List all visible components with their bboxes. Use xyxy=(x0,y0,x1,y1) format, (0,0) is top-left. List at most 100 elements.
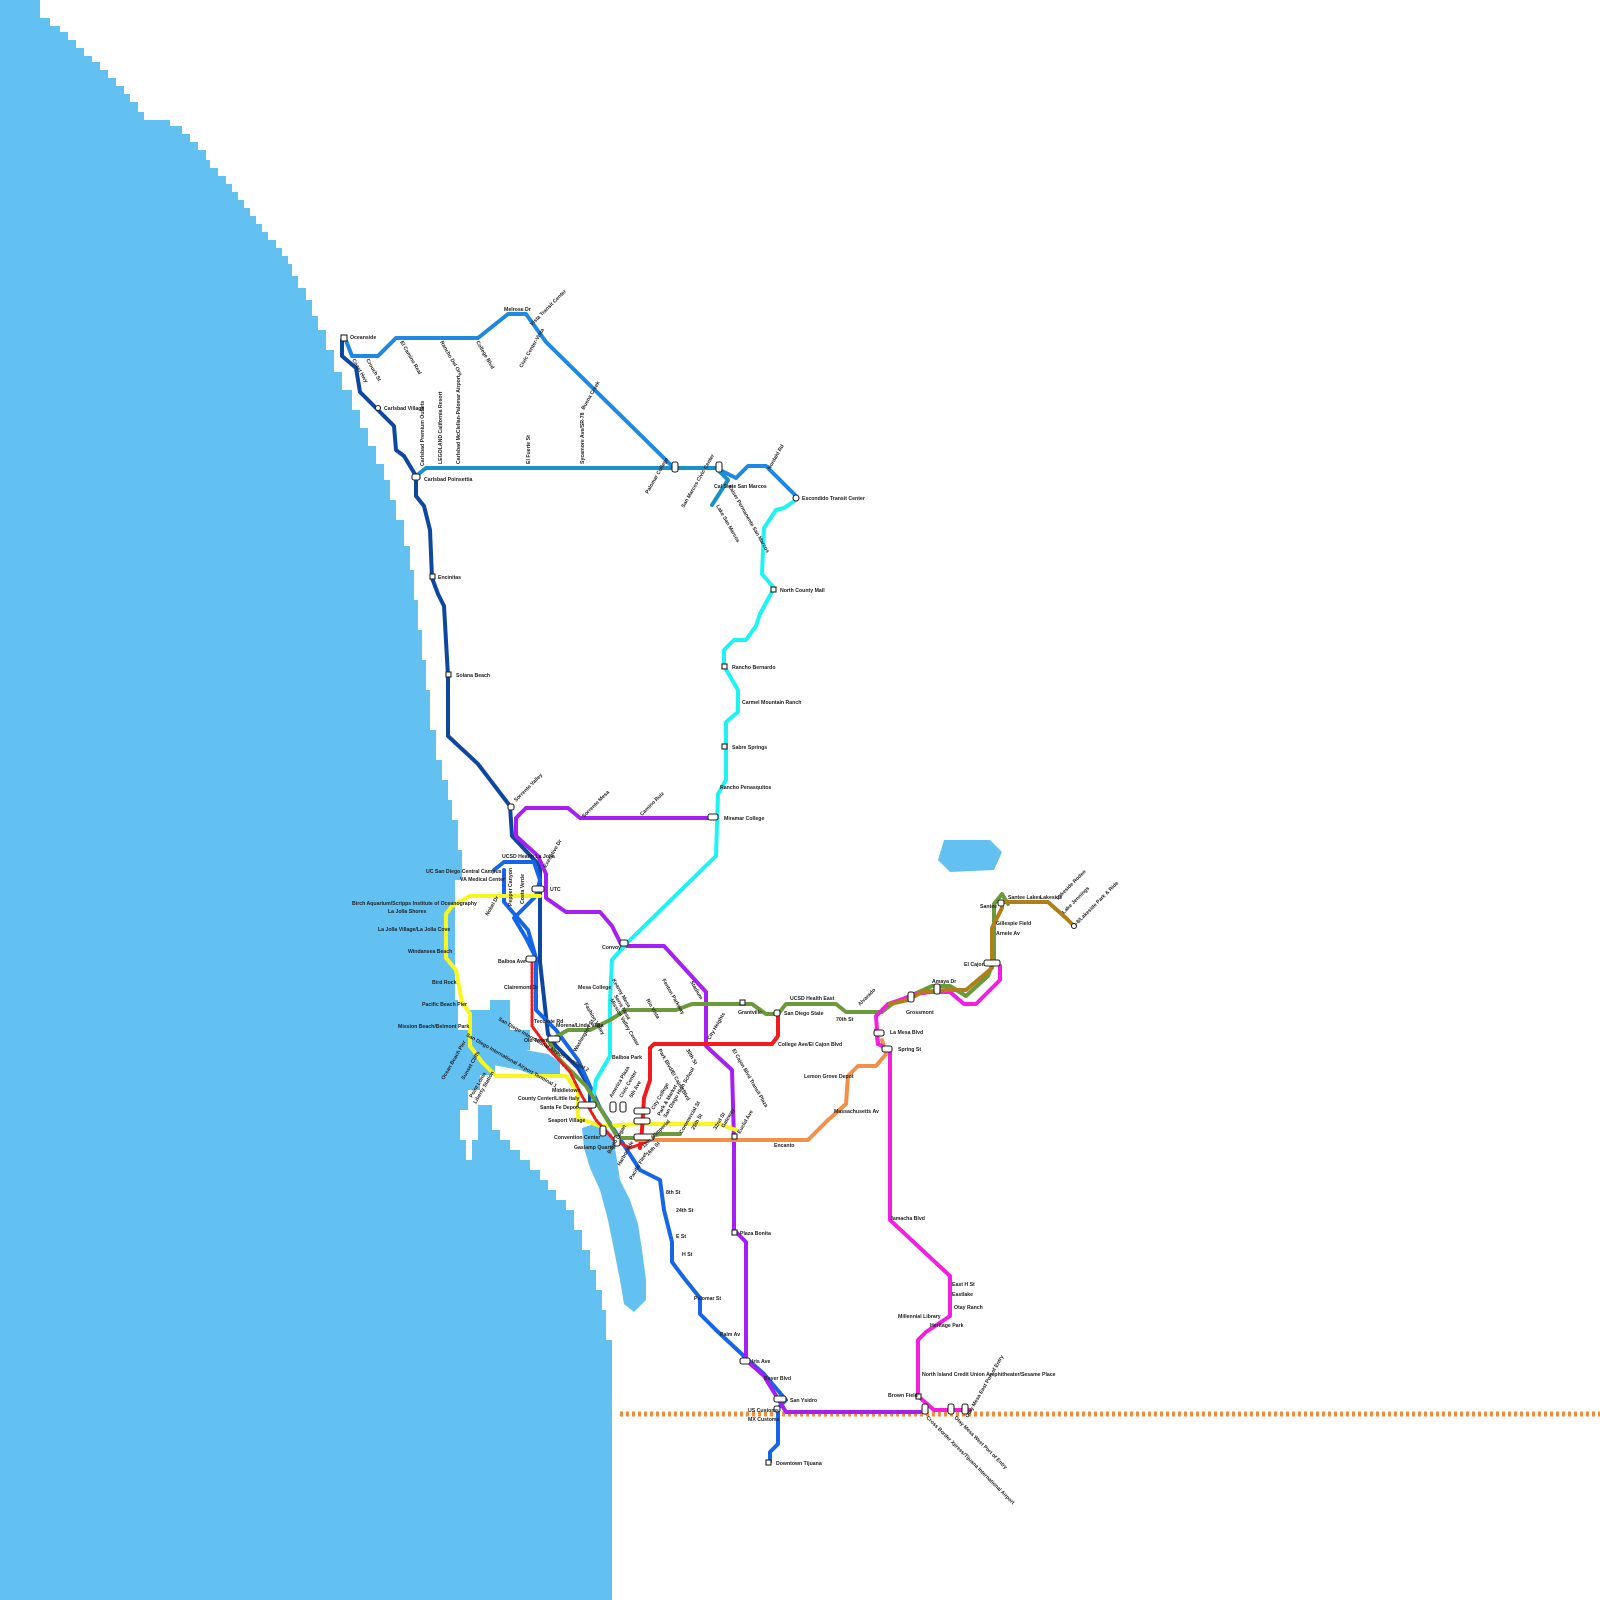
label-civic-vista: Civic Center-Vista xyxy=(519,328,546,369)
station-balboa-ave[interactable] xyxy=(525,955,537,963)
station-civic-center[interactable] xyxy=(619,1101,627,1113)
station-north-county-mall[interactable] xyxy=(770,586,777,593)
station-otay-mesa[interactable] xyxy=(947,1403,955,1415)
station-convention-center[interactable] xyxy=(599,1125,607,1137)
station-gaslamp[interactable] xyxy=(613,1135,621,1147)
blue-line-ucsd xyxy=(502,868,538,960)
label-rancho-del-oro: Rancho Del Oro xyxy=(438,340,463,377)
label-rancho-penasquitos: Rancho Penasquitos xyxy=(720,785,771,791)
station-brown-field[interactable] xyxy=(915,1393,922,1400)
station-carlsbad-poinsettia[interactable] xyxy=(411,473,421,481)
label-bird-rock: Bird Rock xyxy=(432,980,457,986)
station-encinitas[interactable] xyxy=(429,573,436,580)
label-30th: 30th St xyxy=(684,1048,698,1066)
label-mission-beach: Mission Beach/Belmont Park xyxy=(398,1024,469,1030)
station-el-cajon[interactable] xyxy=(983,959,1001,967)
purple-line xyxy=(514,806,922,1414)
station-santee[interactable] xyxy=(997,899,1005,907)
station-sabre-springs[interactable] xyxy=(721,743,728,750)
station-i8-lakeside[interactable] xyxy=(1070,922,1078,930)
station-us-customs[interactable] xyxy=(773,1405,781,1413)
station-euclid[interactable] xyxy=(731,1133,738,1140)
label-nobel: Nobel Dr xyxy=(485,895,501,917)
station-park-market[interactable] xyxy=(633,1117,651,1125)
label-70th: 70th St xyxy=(836,1017,854,1023)
label-sdsu: San Diego State xyxy=(784,1011,824,1017)
station-12th-imperial[interactable] xyxy=(633,1133,655,1141)
label-otay-ranch: Otay Ranch xyxy=(954,1305,983,1311)
red-line-dashed xyxy=(530,958,648,1150)
coaster-line xyxy=(340,338,592,1110)
station-la-mesa[interactable] xyxy=(873,1029,885,1037)
station-grossmont[interactable] xyxy=(907,991,915,1003)
label-kaiser-sm: Kaiser Permanente San Marcos xyxy=(726,484,770,554)
label-college-ec: College Ave/El Cajon Blvd xyxy=(778,1042,842,1048)
lake xyxy=(938,840,1002,872)
label-sabre-springs: Sabre Springs xyxy=(732,745,767,751)
station-solana-beach[interactable] xyxy=(445,671,452,678)
red-line-south xyxy=(638,1046,652,1150)
label-ucsd-east: UCSD Health East xyxy=(790,996,835,1002)
label-city-heights: City Heights xyxy=(707,1012,727,1041)
cyan-line xyxy=(590,498,798,1108)
label-pepper-canyon: Pepper Canyon xyxy=(508,868,514,906)
station-rancho-bernardo[interactable] xyxy=(721,663,728,670)
label-convoy: Convoy xyxy=(602,945,621,951)
station-escondido-tc[interactable] xyxy=(792,494,800,502)
station-america-plaza[interactable] xyxy=(609,1101,617,1113)
station-otay-mesa-east[interactable] xyxy=(961,1403,969,1415)
label-otay-mesa-east: Otay Mesa East Port of Entry xyxy=(965,1354,1006,1419)
label-melrose: Melrose Dr xyxy=(504,307,531,313)
label-massachusetts: Massachusetts Av xyxy=(834,1109,879,1115)
label-lj-village: La Jolla Village/La Jolla Cove xyxy=(378,927,450,933)
station-san-ysidro[interactable] xyxy=(773,1395,787,1403)
station-plaza-bonita[interactable] xyxy=(731,1229,738,1236)
label-brown-field: Brown Field xyxy=(888,1393,918,1399)
station-miramar-college[interactable] xyxy=(707,813,719,821)
station-oceanside[interactable] xyxy=(340,334,348,342)
label-encanto: Encanto xyxy=(774,1143,794,1149)
station-sorrento-valley[interactable] xyxy=(507,803,515,811)
label-costa-verde: Costa Verde xyxy=(520,874,526,904)
label-nordahl: Nordahl Rd xyxy=(767,444,786,471)
label-carlsbad-poinsettia: Carlsbad Poinsettia xyxy=(424,477,473,483)
station-amaya[interactable] xyxy=(933,983,941,995)
label-sorrento-mesa: Sorrento Mesa xyxy=(581,790,611,820)
label-plaza-bonita: Plaza Bonita xyxy=(740,1231,771,1237)
station-santa-fe-depot[interactable] xyxy=(577,1101,597,1109)
label-carmel-mountain: Carmel Mountain Ranch xyxy=(742,700,801,706)
station-grantville[interactable] xyxy=(739,999,746,1006)
station-spring-st[interactable] xyxy=(881,1045,893,1053)
station-palomar-college[interactable] xyxy=(671,461,679,473)
label-oceanside: Oceanside xyxy=(350,335,376,341)
label-premium-outlets: Carlsbad Premium Outlets xyxy=(420,401,426,466)
label-otay-mesa: Otay Mesa West Port of Entry xyxy=(953,1415,1009,1471)
station-city-college[interactable] xyxy=(633,1107,651,1115)
station-iris[interactable] xyxy=(739,1357,751,1365)
label-h-st: H St xyxy=(682,1252,693,1258)
label-santee-lakes: Santee Lakes xyxy=(1008,895,1041,901)
label-eastlake: Eastlake xyxy=(952,1292,973,1298)
station-carlsbad-village[interactable] xyxy=(374,404,382,412)
station-convoy[interactable] xyxy=(619,939,629,947)
station-csusm[interactable] xyxy=(715,461,723,473)
label-mx-customs: MX Customs xyxy=(748,1417,780,1423)
station-utc[interactable] xyxy=(531,885,545,893)
label-us-customs: US Customs xyxy=(748,1408,779,1414)
label-encinitas: Encinitas xyxy=(438,575,461,581)
label-convention-center: Convention Center xyxy=(554,1135,600,1141)
label-morena: Morena/Linda Vista xyxy=(556,1023,604,1029)
label-san-ysidro: San Ysidro xyxy=(790,1398,817,1404)
label-grossmont: Grossmont xyxy=(906,1010,934,1016)
station-cross-border[interactable] xyxy=(921,1403,929,1415)
label-clairemont: Clairemont Dr xyxy=(504,985,538,991)
label-palomar-st: Palomar St xyxy=(694,1296,721,1302)
label-rancho-bernardo: Rancho Bernardo xyxy=(732,665,776,671)
label-grantville: Grantville xyxy=(738,1010,762,1016)
label-solana-beach: Solana Beach xyxy=(456,673,490,679)
station-old-town[interactable] xyxy=(547,1035,561,1043)
label-lemon-grove: Lemon Grove Depot xyxy=(804,1074,854,1080)
station-sdsu[interactable] xyxy=(773,1009,781,1017)
station-downtown-tijuana[interactable] xyxy=(765,1459,772,1466)
